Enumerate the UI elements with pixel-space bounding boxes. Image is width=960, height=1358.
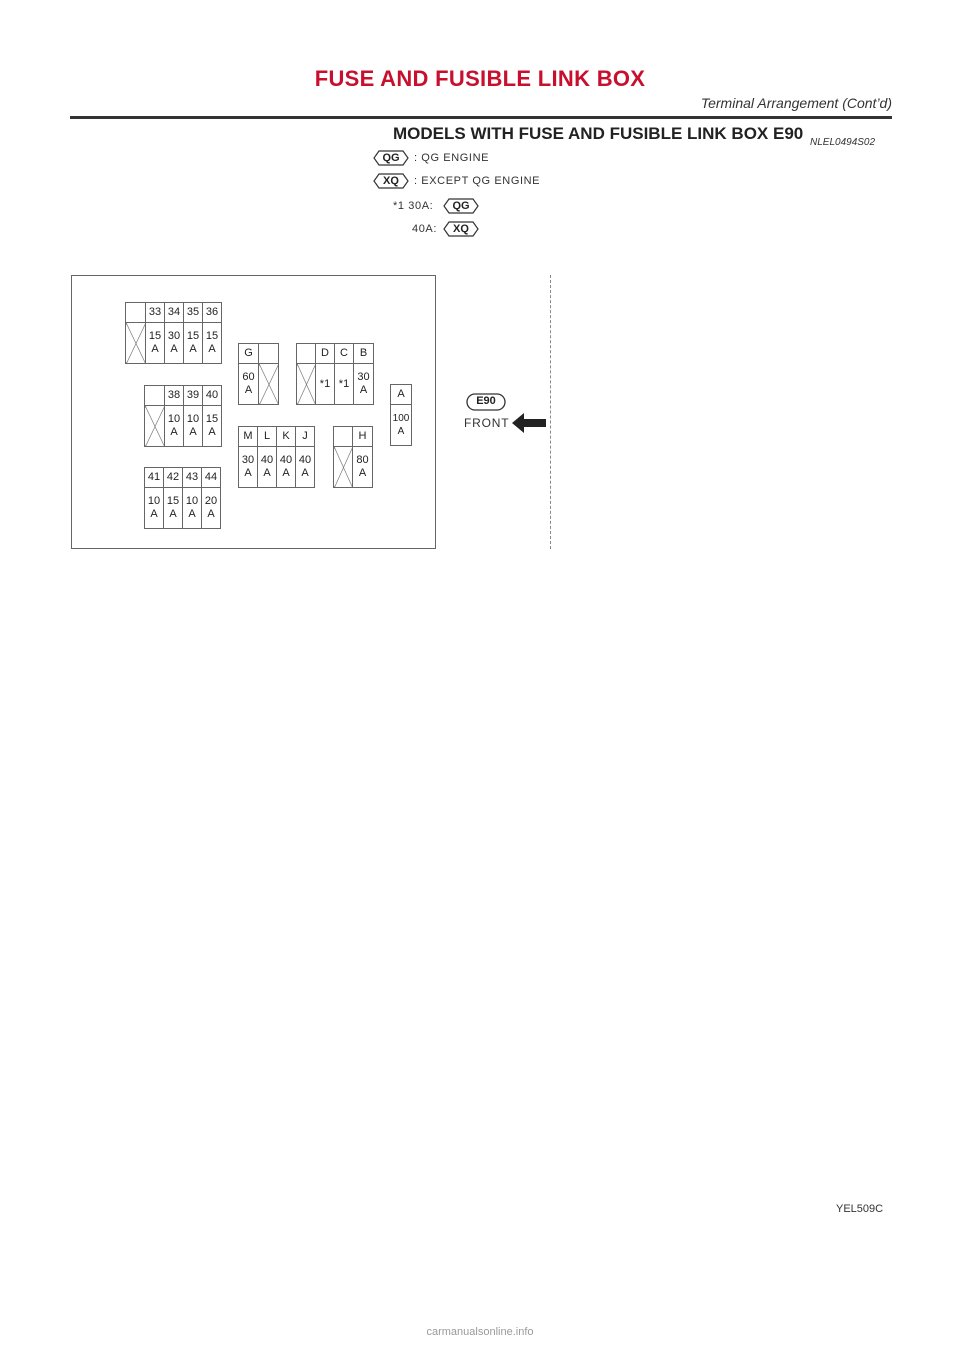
fuse-header: 43 bbox=[182, 467, 202, 488]
fuse-header bbox=[296, 343, 316, 364]
fuse-header: B bbox=[353, 343, 374, 364]
fuse-header: 36 bbox=[202, 302, 222, 323]
fuse-header: L bbox=[257, 426, 277, 447]
tag-shape-icon bbox=[443, 198, 479, 214]
note-qg-tag: QG bbox=[443, 198, 479, 214]
fuse-header bbox=[125, 302, 146, 323]
fuse-header: 41 bbox=[144, 467, 164, 488]
fuse-rating: *1 bbox=[315, 363, 335, 405]
empty-fuse-slot bbox=[296, 363, 316, 405]
fuse-header: 44 bbox=[201, 467, 221, 488]
header-divider bbox=[70, 116, 892, 119]
note-30a-label: *1 30A: bbox=[393, 200, 434, 212]
fuse-header: 34 bbox=[164, 302, 184, 323]
fuse-box-diagram bbox=[71, 275, 436, 549]
fuse-header: 42 bbox=[163, 467, 183, 488]
fuse-header: C bbox=[334, 343, 354, 364]
section-ref-code: NLEL0494S02 bbox=[810, 137, 876, 148]
box-outline-right bbox=[550, 275, 551, 549]
front-arrow-icon bbox=[512, 413, 546, 433]
figure-code: YEL509C bbox=[836, 1203, 884, 1215]
fuse-header: A bbox=[390, 384, 412, 405]
tag-shape-icon bbox=[373, 150, 409, 166]
footer-watermark: carmanualsonline.info bbox=[426, 1326, 534, 1338]
connector-e90-tag: E90 bbox=[466, 393, 506, 411]
page-subtitle: Terminal Arrangement (Cont’d) bbox=[700, 95, 892, 111]
fuse-header: J bbox=[295, 426, 315, 447]
fuse-header: H bbox=[352, 426, 373, 447]
empty-fuse-slot bbox=[258, 363, 279, 405]
tag-shape-icon bbox=[443, 221, 479, 237]
fuse-header bbox=[258, 343, 279, 364]
qg-tag-label: QG bbox=[382, 152, 400, 164]
connector-label: E90 bbox=[476, 395, 496, 407]
fuse-header: 35 bbox=[183, 302, 203, 323]
page-title: FUSE AND FUSIBLE LINK BOX bbox=[314, 66, 646, 91]
fuse-header: 39 bbox=[183, 385, 203, 406]
fuse-header: G bbox=[238, 343, 259, 364]
fuse-header: 40 bbox=[202, 385, 222, 406]
note-xq-tag-label: XQ bbox=[453, 223, 469, 235]
fuse-header bbox=[144, 385, 165, 406]
note-qg-tag-label: QG bbox=[452, 200, 470, 212]
fuse-header: K bbox=[276, 426, 296, 447]
tag-shape-icon bbox=[373, 173, 409, 189]
connector-outline-icon bbox=[466, 393, 506, 411]
front-label: FRONT bbox=[464, 416, 510, 430]
empty-fuse-slot bbox=[333, 446, 353, 488]
fuse-header: D bbox=[315, 343, 335, 364]
empty-fuse-slot bbox=[125, 322, 146, 364]
note-40a-label: 40A: bbox=[412, 223, 438, 235]
section-heading: MODELS WITH FUSE AND FUSIBLE LINK BOX E9… bbox=[393, 124, 804, 143]
note-xq-tag: XQ bbox=[443, 221, 479, 237]
xq-legend-text: : EXCEPT QG ENGINE bbox=[414, 175, 541, 187]
xq-tag-label: XQ bbox=[383, 175, 399, 187]
empty-fuse-slot bbox=[144, 405, 165, 447]
xq-engine-tag: XQ bbox=[373, 173, 409, 189]
qg-engine-tag: QG bbox=[373, 150, 409, 166]
fuse-header bbox=[333, 426, 353, 447]
fuse-header: 33 bbox=[145, 302, 165, 323]
fuse-header: 38 bbox=[164, 385, 184, 406]
qg-legend-text: : QG ENGINE bbox=[414, 152, 490, 164]
fuse-header: M bbox=[238, 426, 258, 447]
fuse-rating: *1 bbox=[334, 363, 354, 405]
